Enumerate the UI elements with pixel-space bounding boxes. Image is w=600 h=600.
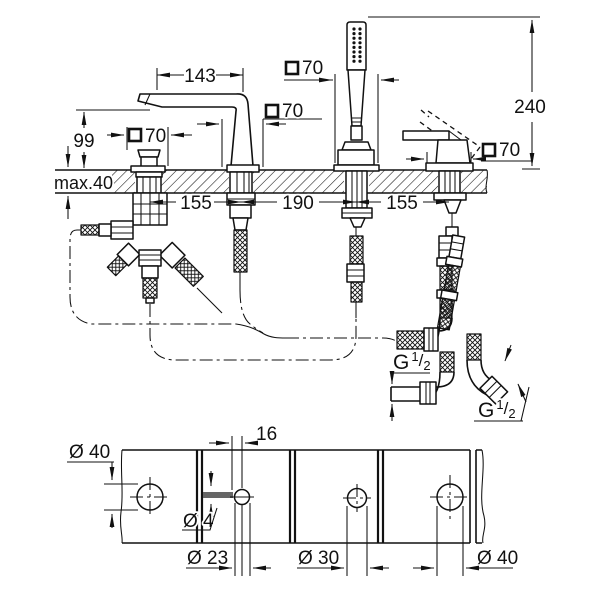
deck-hatch: [112, 170, 487, 193]
dimensions-elevation: 143 99 max.40 70: [52, 16, 548, 424]
elevation-view: 143 99 max.40 70: [52, 16, 548, 424]
dimension-hole2-diameter: Ø 23: [185, 503, 271, 576]
svg-text:G1/2: G1/2: [393, 349, 431, 374]
square-symbol: [264, 103, 280, 119]
shutoff-valve: [80, 149, 223, 314]
valve-escutcheon: [130, 165, 166, 173]
thread-g: G: [478, 399, 494, 422]
shower-holder-top: [341, 141, 372, 151]
routing-to-shower-hose: [149, 304, 357, 361]
hand-shower-head: [346, 21, 367, 71]
hose-routing-lines: [69, 229, 397, 361]
routing-loop-left: [69, 229, 236, 325]
dim-hole3-text: Ø 30: [298, 548, 339, 569]
valve-downright-connection: [158, 241, 204, 287]
bath-spout: [137, 93, 260, 290]
dim-esc2-text: 70: [282, 101, 303, 122]
dim-spacing-1-text: 155: [180, 193, 212, 214]
left-elbow-connection: [390, 351, 455, 405]
square-symbol: [284, 60, 300, 76]
plan-section-break-3: [376, 450, 385, 543]
spout-supply-hose: [233, 229, 248, 273]
dim-hole2-text: Ø 23: [187, 548, 228, 569]
valve-downleft-connection: [106, 242, 141, 277]
dimension-spout-height: 99: [72, 109, 150, 169]
dimension-hole-spacing: 155 190 155: [149, 191, 450, 216]
outlet-hose-open-end: [396, 330, 425, 350]
dim-spout-height-text: 99: [73, 131, 94, 152]
dimension-escutcheon-shower: 70: [284, 56, 399, 163]
dimension-total-height: 240: [368, 16, 548, 170]
fixing-slot: [203, 492, 233, 498]
dimension-hole3-diameter: Ø 30: [296, 506, 389, 576]
dim-pin-text: Ø 4: [183, 511, 214, 532]
hand-shower-nut: [350, 125, 363, 141]
shower-holder-escutcheon: [333, 164, 380, 172]
dimension-spout-reach: 143: [156, 64, 244, 92]
dim-esc3-text: 70: [302, 58, 323, 79]
plan-left-break: [119, 449, 123, 544]
plan-right-break: [481, 449, 486, 544]
dimension-escutcheon-mixer: 70: [406, 138, 533, 163]
dimensions-plan: Ø 40 16 Ø 4 Ø 23: [67, 422, 520, 576]
mixer-body: [435, 139, 471, 164]
valve-hose-leader: [196, 287, 223, 314]
spout-lip-line: [144, 93, 151, 106]
square-symbol: [127, 127, 143, 143]
routing-s-curve: [235, 323, 287, 339]
spray-face-dots: [352, 27, 362, 63]
plan-section-break-2: [288, 450, 297, 543]
left-elbow-pipe: [390, 386, 420, 402]
dimension-escutcheon-spout: 70: [197, 99, 322, 167]
hand-shower: [333, 21, 380, 318]
dim-hole4-text: Ø 40: [477, 548, 518, 569]
dimension-pin-diameter: Ø 4: [181, 471, 218, 534]
plan-holes: [130, 475, 470, 519]
valve-shank: [136, 176, 162, 194]
dimension-deck-thickness: max.40: [52, 146, 115, 219]
dim-hole1-text: Ø 40: [69, 442, 110, 463]
dim-max-deck-text: max.40: [54, 173, 113, 193]
routing-spout-hose: [239, 289, 264, 334]
shower-hose-upper: [349, 235, 364, 265]
valve-center-hex: [138, 249, 162, 267]
square-symbol: [481, 142, 497, 158]
plan-deck-outline: [119, 449, 486, 544]
routing-to-outlet-hose: [286, 337, 397, 342]
thread-g: G: [393, 351, 409, 374]
valve-knob-cap: [137, 149, 161, 158]
shower-hose-lower: [350, 281, 363, 303]
deck-break-edge: [485, 169, 488, 194]
deck-section: [55, 169, 488, 194]
dim-spacing-2-text: 190: [282, 193, 314, 214]
plan-view: Ø 40 16 Ø 4 Ø 23: [67, 422, 520, 576]
spout-escutcheon: [226, 164, 260, 173]
shower-holder-body: [337, 149, 375, 166]
dimension-hole4-diameter: Ø 40: [413, 506, 520, 576]
plan-section-break-1: [195, 450, 204, 543]
dimension-escutcheon-valve: 70: [107, 124, 192, 166]
dimension-pin-offset: 16: [209, 422, 279, 490]
valve-left-union-nut: [110, 220, 134, 240]
right-elbow-outlet: [479, 375, 509, 405]
dim-spout-reach-text: 143: [184, 66, 216, 87]
dim-esc4-text: 70: [499, 140, 520, 161]
dim-spacing-3-text: 155: [386, 193, 418, 214]
dim-esc1-text: 70: [145, 126, 166, 147]
mixer-right-supply-hose: [436, 234, 509, 405]
dim-16-text: 16: [256, 424, 277, 445]
dim-total-height-text: 240: [514, 97, 546, 118]
valve-left-hose-end: [80, 224, 100, 236]
mixer-lever: [402, 130, 450, 141]
dimension-hole1-diameter: Ø 40: [67, 440, 138, 528]
svg-text:G1/2: G1/2: [478, 397, 516, 422]
mixer-escutcheon: [425, 162, 474, 172]
lever-mixer: [390, 109, 509, 405]
valve-center-hose: [142, 277, 158, 299]
spout-outline: [137, 93, 254, 167]
